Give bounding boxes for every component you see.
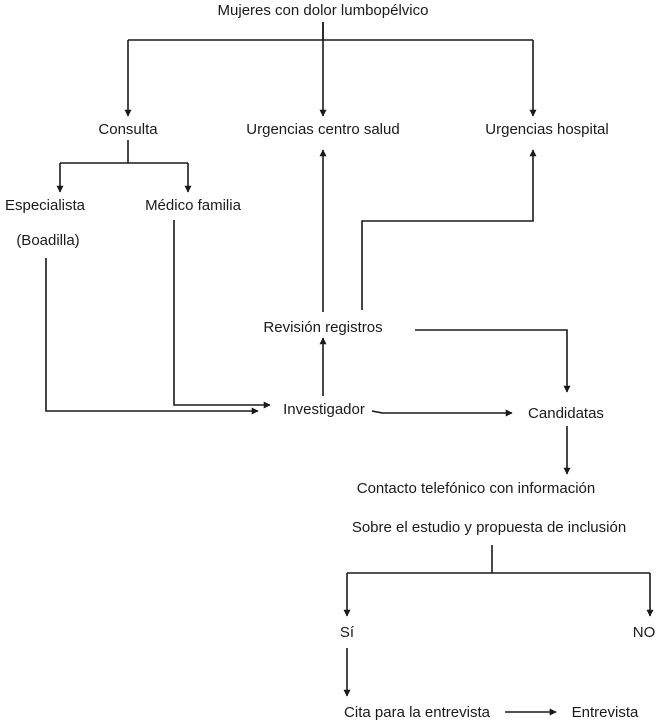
node-medico-familia: Médico familia bbox=[145, 197, 242, 214]
arrow-revision-to-candidatas bbox=[415, 329, 571, 393]
arrow-investigador-to-candidatas bbox=[371, 409, 513, 417]
node-urgencias-hospital: Urgencias hospital bbox=[485, 121, 608, 138]
node-no: NO bbox=[633, 624, 656, 641]
node-urgencias-centro: Urgencias centro salud bbox=[246, 121, 399, 138]
arrow-especialista-to-investigador bbox=[45, 258, 259, 415]
node-revision-registros: Revisión registros bbox=[263, 319, 382, 336]
node-especialista: Especialista bbox=[5, 197, 86, 214]
node-investigador: Investigador bbox=[283, 401, 365, 418]
node-root: Mujeres con dolor lumbopélvico bbox=[218, 2, 429, 19]
node-si: Sí bbox=[340, 624, 355, 641]
node-candidatas: Candidatas bbox=[528, 405, 604, 422]
node-boadilla: (Boadilla) bbox=[16, 232, 79, 249]
arrow-revision-to-urgencias-hospital bbox=[361, 149, 537, 310]
node-labels: Mujeres con dolor lumbopélvico Consulta … bbox=[5, 2, 655, 721]
arrow-medico-familia-to-investigador bbox=[173, 220, 271, 409]
node-sobre-estudio: Sobre el estudio y propuesta de inclusió… bbox=[352, 519, 626, 536]
connectors bbox=[45, 22, 654, 716]
node-entrevista: Entrevista bbox=[572, 704, 639, 721]
node-consulta: Consulta bbox=[98, 121, 158, 138]
node-cita: Cita para la entrevista bbox=[344, 704, 491, 721]
node-contacto: Contacto telefónico con información bbox=[357, 480, 595, 497]
